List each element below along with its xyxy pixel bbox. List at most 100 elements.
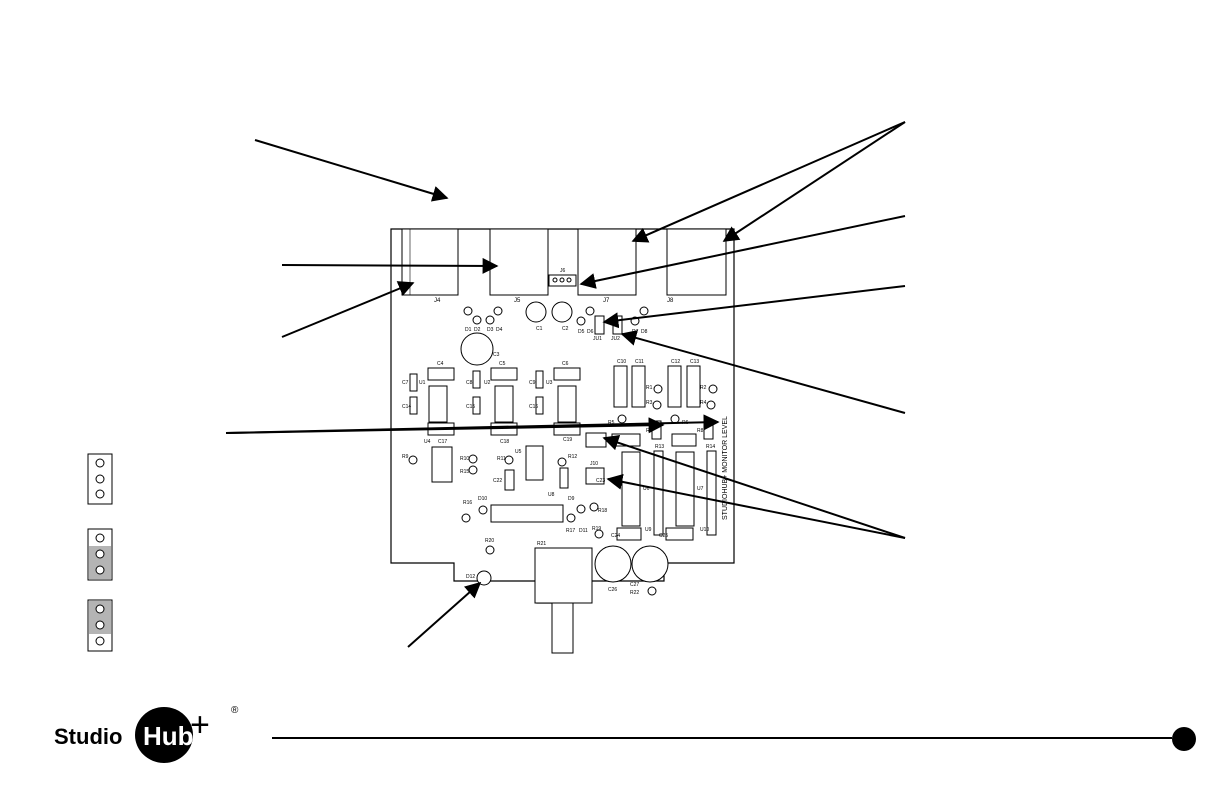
label-c15: C15	[466, 404, 475, 410]
monitor-level-label: STUDIOHUB+ MONITOR LEVEL	[722, 416, 729, 520]
jumper-legend-upper	[87, 599, 113, 652]
label-r14: R14	[706, 444, 715, 450]
capacitor-c1: C1	[525, 301, 547, 332]
label-c14: C14	[402, 404, 411, 410]
pads-middle	[408, 454, 604, 555]
arrow-j4	[281, 281, 415, 338]
arrow-ju2	[620, 330, 906, 414]
label-d5: D5	[578, 329, 585, 335]
label-c4: C4	[437, 361, 444, 367]
svg-text:R22: R22	[630, 590, 639, 596]
label-c6: C6	[562, 361, 569, 367]
label-u3: U3	[546, 380, 553, 386]
led-row-right	[576, 306, 649, 326]
label-r4: R4	[700, 400, 707, 406]
channel-left	[409, 367, 455, 483]
led-row-left	[463, 306, 503, 325]
label-c10: C10	[617, 359, 626, 365]
page-marker-dot	[1172, 727, 1196, 751]
jumper-j10: J10	[585, 461, 605, 485]
label-c18: C18	[500, 439, 509, 445]
label-u1: U1	[419, 380, 426, 386]
label-d3: D3	[487, 327, 494, 333]
label-r20: R20	[485, 538, 494, 544]
arrow-j7	[631, 121, 906, 243]
capacitor-c3: C3	[460, 332, 500, 366]
svg-text:R21: R21	[537, 541, 546, 547]
label-r3: R3	[646, 400, 653, 406]
jumper-legend-open	[87, 453, 113, 505]
resistor-pads-right	[617, 384, 718, 424]
parts-middle	[490, 467, 569, 523]
label-r18: R18	[598, 508, 607, 514]
logo-registered-mark: ®	[231, 705, 239, 716]
label-c24: C24	[611, 533, 620, 539]
label-c17: C17	[438, 439, 447, 445]
label-c13: C13	[690, 359, 699, 365]
label-d4: D4	[496, 327, 503, 333]
label-d7: D7	[632, 329, 639, 335]
connector-j5: J5	[489, 228, 549, 304]
label-u8: U8	[548, 492, 555, 498]
svg-text:J10: J10	[590, 461, 598, 467]
label-u7: U7	[697, 486, 704, 492]
label-c23: C23	[596, 478, 605, 484]
arrow-j8	[722, 121, 906, 242]
label-d6: D6	[587, 329, 594, 335]
svg-text:C26: C26	[608, 587, 617, 593]
header-j6: J6	[548, 268, 577, 287]
capacitor-c2: C2	[551, 301, 573, 332]
arrow-d12	[407, 581, 482, 648]
capacitor-c27: C27	[630, 545, 669, 588]
svg-text:C3: C3	[493, 352, 500, 358]
logo-studio-text: Studio	[54, 724, 122, 749]
label-r5: R5	[608, 420, 615, 426]
label-r11: R11	[497, 456, 506, 462]
studiohub-logo: Studio Hub + ®	[54, 705, 239, 763]
label-r17: R17	[566, 528, 575, 534]
chips-right	[616, 450, 717, 541]
label-j7: J7	[603, 298, 610, 304]
logo-plus: +	[190, 706, 210, 744]
label-r16: R16	[463, 500, 472, 506]
jumper-legend-lower	[87, 528, 113, 581]
label-r19: R19	[592, 526, 601, 532]
label-d1: D1	[465, 327, 472, 333]
label-c22: C22	[493, 478, 502, 484]
label-c19: C19	[563, 437, 572, 443]
label-j6: J6	[560, 268, 566, 274]
label-r8: R8	[697, 428, 704, 434]
logo-hub-circle	[135, 707, 193, 763]
svg-text:C27: C27	[630, 582, 639, 588]
resistor-r22: R22	[630, 586, 657, 596]
label-c5: C5	[499, 361, 506, 367]
label-u5: U5	[515, 449, 522, 455]
label-d10: D10	[478, 496, 487, 502]
label-c11: C11	[635, 359, 644, 365]
label-j5: J5	[514, 298, 521, 304]
label-c8: C8	[466, 380, 473, 386]
label-c12: C12	[671, 359, 680, 365]
arrow-board-top	[254, 139, 449, 202]
label-r13: R13	[655, 444, 664, 450]
arrow-j10	[606, 473, 906, 539]
arrow-mid-jumper	[602, 434, 906, 539]
label-c25: C25	[659, 533, 668, 539]
arrow-j9-right	[225, 414, 720, 434]
label-u10: U10	[700, 527, 709, 533]
label-r7: R7	[646, 428, 653, 434]
label-d11: D11	[579, 528, 588, 534]
svg-text:JU1: JU1	[593, 336, 602, 342]
potentiometer-r21: R21	[534, 541, 593, 654]
label-r10: R10	[460, 456, 469, 462]
label-c9: C9	[529, 380, 536, 386]
capacitor-c26: C26	[594, 545, 632, 593]
led-d12: D12	[466, 570, 492, 586]
caps-right	[613, 365, 701, 408]
label-u2: U2	[484, 380, 491, 386]
channel-middle	[472, 367, 544, 481]
logo-hub-text: Hub	[143, 721, 194, 751]
label-u4: U4	[424, 439, 431, 445]
arrow-j5	[281, 257, 499, 274]
label-d9: D9	[568, 496, 575, 502]
